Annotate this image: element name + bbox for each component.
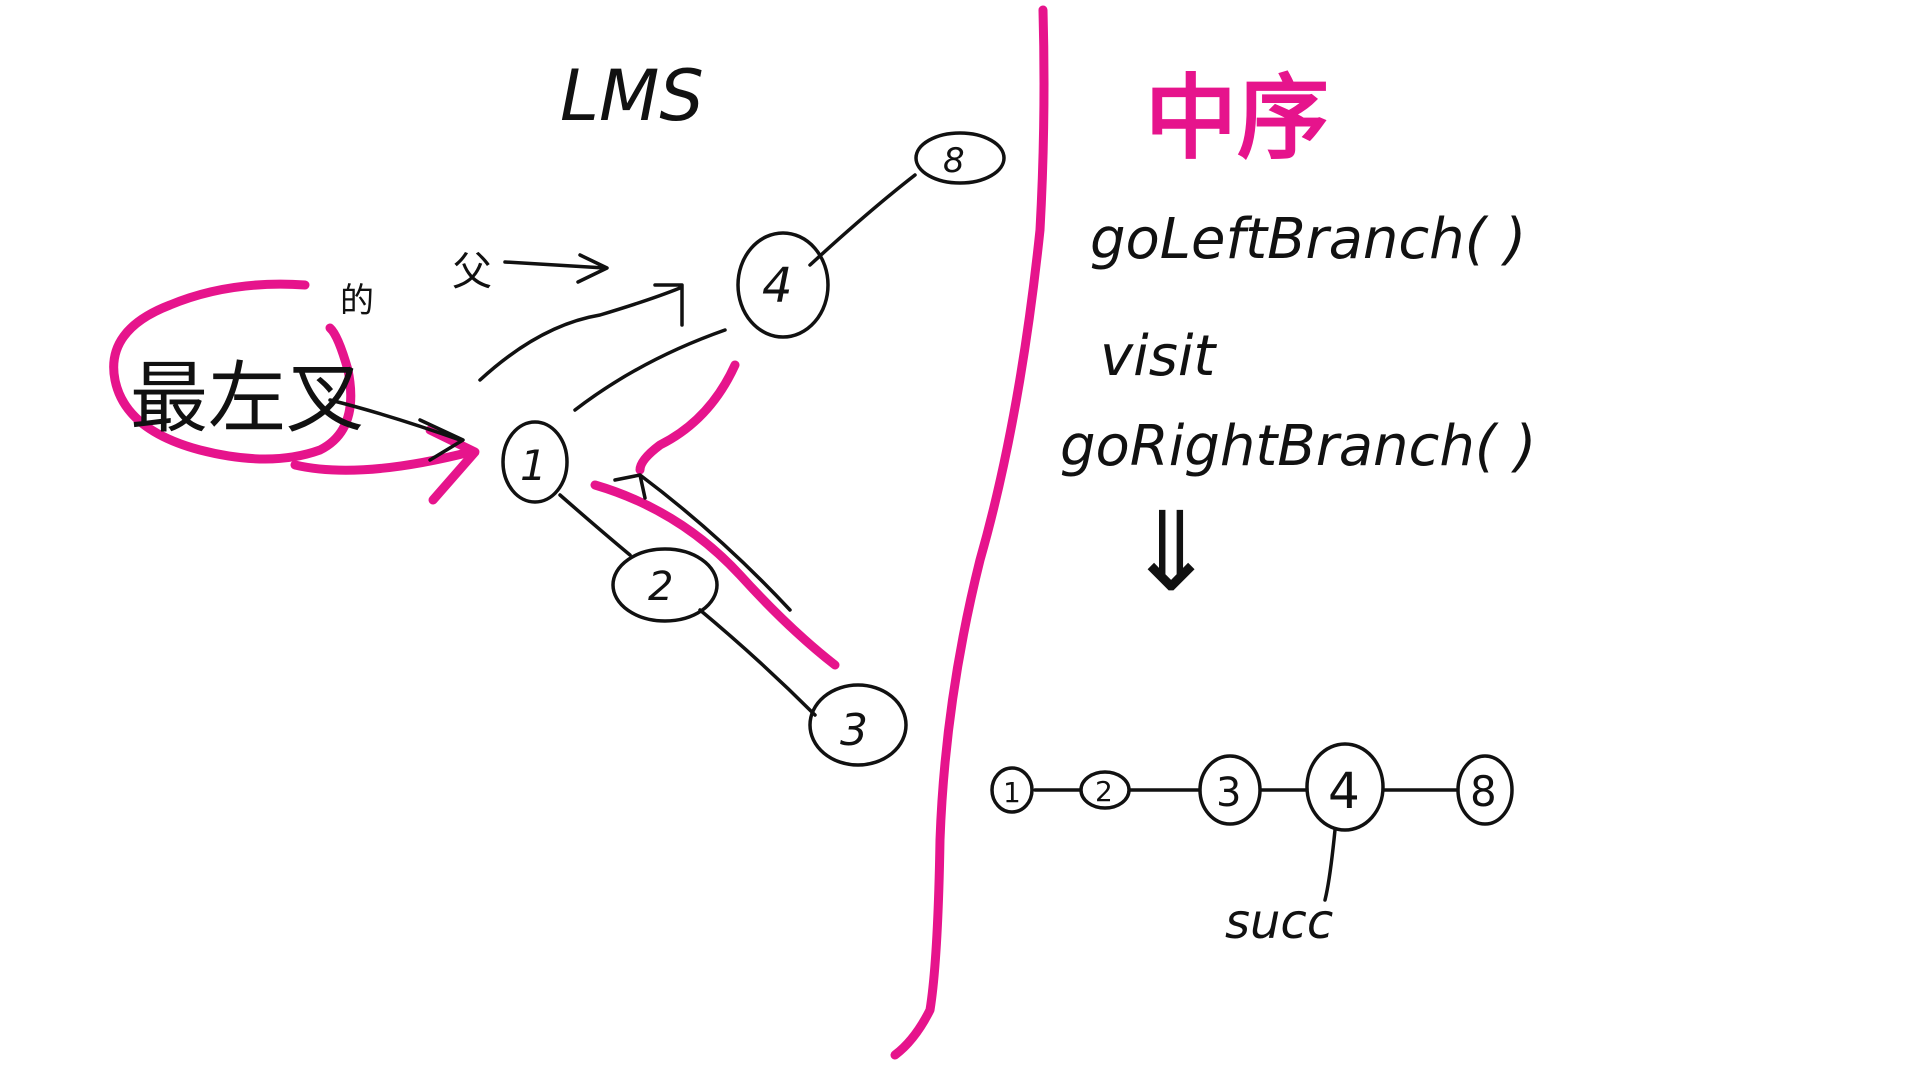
annotation-leftmost-fork: 最左叉 bbox=[130, 354, 364, 444]
tree-node-4-label: 4 bbox=[762, 258, 793, 314]
vertical-divider bbox=[890, 5, 1049, 1060]
tree-node-1-label: 1 bbox=[520, 441, 547, 490]
code-line-goleft: goLeftBranch( ) bbox=[1090, 207, 1526, 272]
seq-node-4-label: 4 bbox=[1328, 762, 1360, 820]
highlight-arrow-to-node-1 bbox=[290, 447, 475, 475]
highlight-loop bbox=[109, 279, 356, 464]
tree-node-3 bbox=[808, 683, 908, 767]
arrow-parent bbox=[503, 253, 609, 284]
lms-title: LMS bbox=[560, 55, 704, 137]
succ-label: succ bbox=[1225, 894, 1333, 950]
seq-node-3-label: 3 bbox=[1216, 770, 1241, 816]
arrow-to-node-1 bbox=[328, 398, 465, 462]
edge-upper-4 bbox=[478, 283, 684, 382]
traversal-path-up bbox=[635, 360, 740, 475]
tree-node-8 bbox=[914, 131, 1006, 185]
tree-node-2 bbox=[611, 547, 719, 623]
seq-node-1-label: 1 bbox=[1003, 776, 1021, 809]
tree-node-1 bbox=[501, 420, 569, 504]
code-line-goright: goRightBranch( ) bbox=[1060, 414, 1536, 479]
annotation-parent: 父 bbox=[452, 249, 492, 295]
edge-4-8 bbox=[808, 173, 917, 267]
edge-1-4 bbox=[573, 328, 727, 412]
seq-node-8 bbox=[1456, 754, 1514, 826]
edge-2-3 bbox=[698, 608, 817, 717]
tree-node-2-label: 2 bbox=[648, 564, 673, 610]
seq-node-2 bbox=[1079, 770, 1131, 810]
tree-node-4 bbox=[736, 231, 830, 339]
code-line-visit: visit bbox=[1100, 324, 1217, 389]
seq-node-2-label: 2 bbox=[1095, 775, 1113, 808]
result-arrow: ⇓ bbox=[1125, 488, 1217, 616]
tree-node-3-label: 3 bbox=[840, 705, 868, 756]
inorder-title: 中序 bbox=[1145, 65, 1329, 172]
tree-node-8-label: 8 bbox=[943, 141, 965, 181]
edge-1-2 bbox=[558, 493, 632, 557]
traversal-return-arrow bbox=[613, 473, 792, 612]
annotation-of: 的 bbox=[340, 281, 374, 321]
succ-pointer bbox=[1323, 828, 1337, 902]
highlight-arrowhead bbox=[425, 425, 480, 505]
seq-node-1 bbox=[990, 766, 1034, 814]
seq-node-8-label: 8 bbox=[1470, 767, 1497, 816]
seq-node-4 bbox=[1305, 742, 1385, 832]
traversal-path-down bbox=[590, 480, 840, 670]
seq-node-3 bbox=[1198, 754, 1262, 826]
